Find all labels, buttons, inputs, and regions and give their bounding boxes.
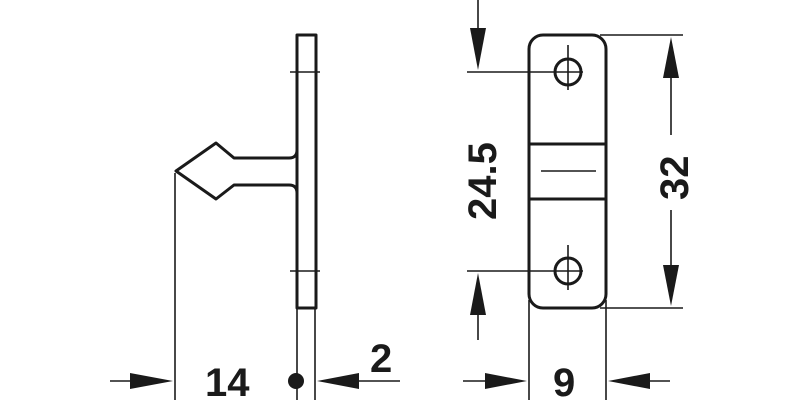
- arrow-down-icon: [663, 265, 679, 306]
- front-view: 24.5 32 9: [461, 0, 697, 400]
- datum-dot: [288, 373, 304, 389]
- arrow-right-icon: [485, 373, 527, 389]
- side-plate: [295, 33, 318, 310]
- arrow-up-icon: [470, 273, 486, 315]
- dim-label-thickness: 2: [370, 337, 392, 381]
- front-plate: [527, 33, 608, 310]
- side-view: 14 2: [110, 33, 400, 400]
- arrow-left-icon: [608, 373, 650, 389]
- dim-label-hole-spacing: 24.5: [461, 142, 505, 220]
- dim-label-depth: 14: [205, 361, 250, 400]
- arrow-down-icon: [470, 28, 486, 70]
- arrow-up-icon: [663, 37, 679, 78]
- dim-label-width: 9: [553, 361, 575, 400]
- dim-label-height: 32: [653, 156, 697, 201]
- arrow-right-icon: [130, 373, 173, 389]
- knob-profile: [174, 141, 299, 201]
- arrow-left-icon: [317, 373, 359, 389]
